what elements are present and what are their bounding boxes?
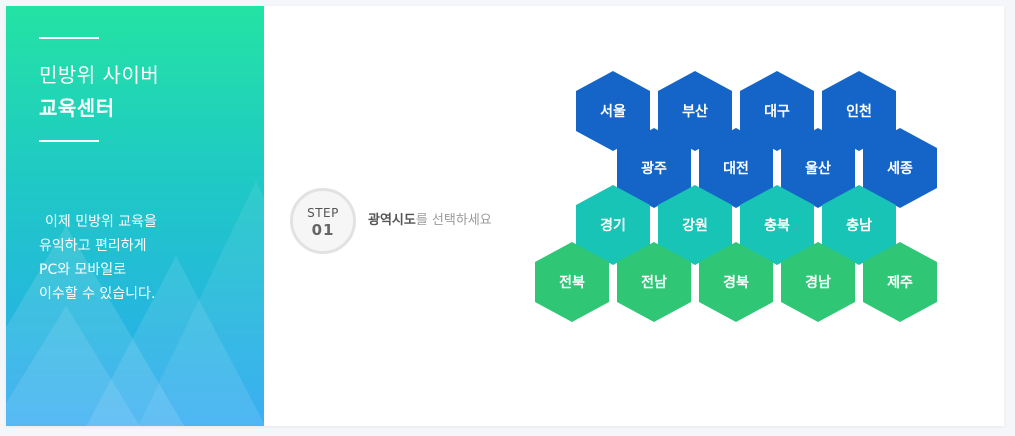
- title-divider-top: [39, 37, 99, 39]
- description-line: 이수할 수 있습니다.: [39, 286, 156, 302]
- step-instruction: 광역시도를 선택하세요: [368, 209, 492, 228]
- step-label: STEP: [307, 206, 339, 220]
- decorative-triangle: [136, 181, 264, 426]
- decorative-triangle: [6, 226, 196, 426]
- description-line: PC와 모바일로: [39, 262, 127, 278]
- title-divider-bottom: [39, 140, 99, 142]
- sidebar-description: 이제 민방위 교육을 유익하고 편리하게 PC와 모바일로 이수할 수 있습니다…: [39, 210, 157, 306]
- step-instruction-emphasis: 광역시도: [368, 213, 416, 228]
- site-title-line1: 민방위 사이버: [39, 63, 160, 87]
- step-badge: STEP 01: [290, 188, 356, 254]
- step-instruction-rest: 를 선택하세요: [415, 213, 492, 228]
- description-line: 유익하고 편리하게: [39, 238, 147, 254]
- decorative-triangle: [76, 256, 264, 426]
- site-title-line2: 교육센터: [39, 96, 115, 120]
- sidebar-banner: 민방위 사이버 교육센터 이제 민방위 교육을 유익하고 편리하게 PC와 모바…: [6, 6, 264, 426]
- decorative-triangle: [6, 306, 146, 426]
- description-line: 이제 민방위 교육을: [45, 214, 157, 230]
- step-number: 01: [311, 221, 335, 239]
- main-card: 민방위 사이버 교육센터 이제 민방위 교육을 유익하고 편리하게 PC와 모바…: [6, 6, 1004, 426]
